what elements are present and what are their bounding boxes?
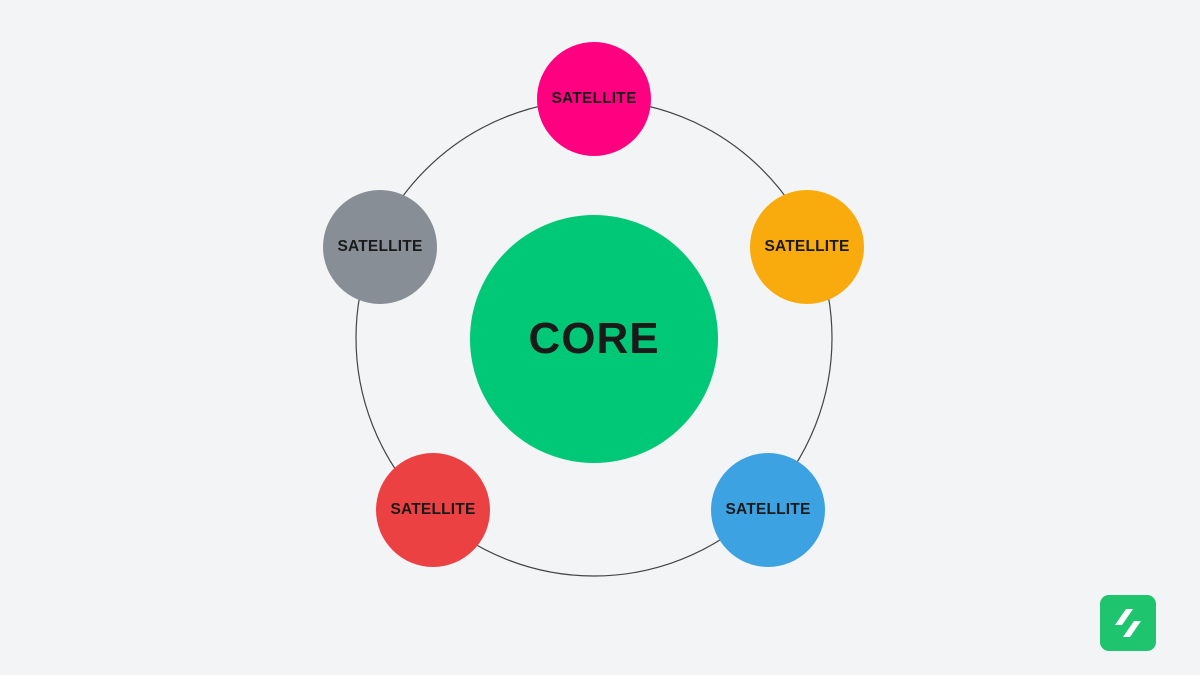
core-label: CORE [528,314,660,363]
satellite-node-bottom-left: SATELLITE [376,453,490,567]
satellite-label: SATELLITE [764,238,850,255]
satellite-node-top: SATELLITE [537,42,651,156]
satellite-label: SATELLITE [337,238,423,255]
satellite-label: SATELLITE [725,501,811,518]
satellite-label: SATELLITE [390,501,476,518]
satellite-node-bottom-right: SATELLITE [711,453,825,567]
satellite-node-right: SATELLITE [750,190,864,304]
satellite-label: SATELLITE [551,90,637,107]
brand-slash-logo-icon [1100,595,1156,651]
core-node: CORE [470,215,718,463]
satellite-node-left: SATELLITE [323,190,437,304]
